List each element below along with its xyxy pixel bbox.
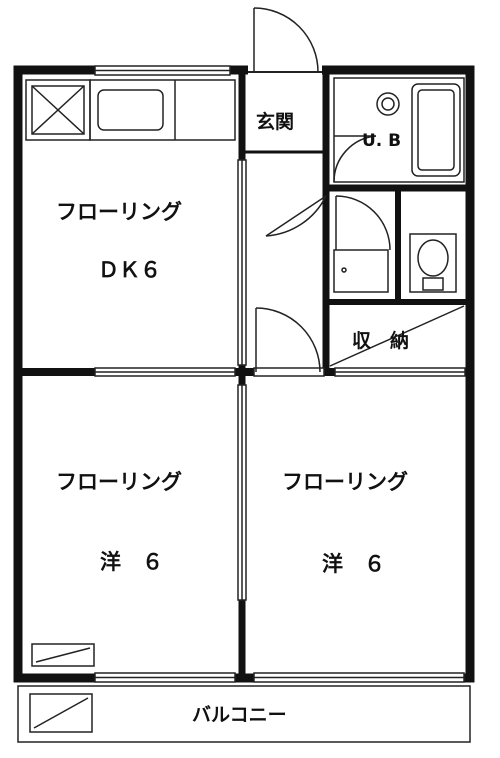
western2-flooring-label: フローリング — [282, 470, 408, 494]
entrance-label: 玄関 — [256, 111, 295, 133]
dk-room-label: ＤＫ６ — [98, 258, 161, 282]
western2-room-label: 洋 ６ — [322, 552, 385, 576]
western1-flooring-label: フローリング — [56, 470, 182, 494]
western1-room-label: 洋 ６ — [100, 550, 163, 574]
storage-label: 収 納 — [352, 330, 410, 352]
balcony-label: バルコニー — [192, 704, 287, 726]
dk-flooring-label: フローリング — [56, 200, 182, 224]
unit-bath-label: U. B — [362, 131, 402, 151]
